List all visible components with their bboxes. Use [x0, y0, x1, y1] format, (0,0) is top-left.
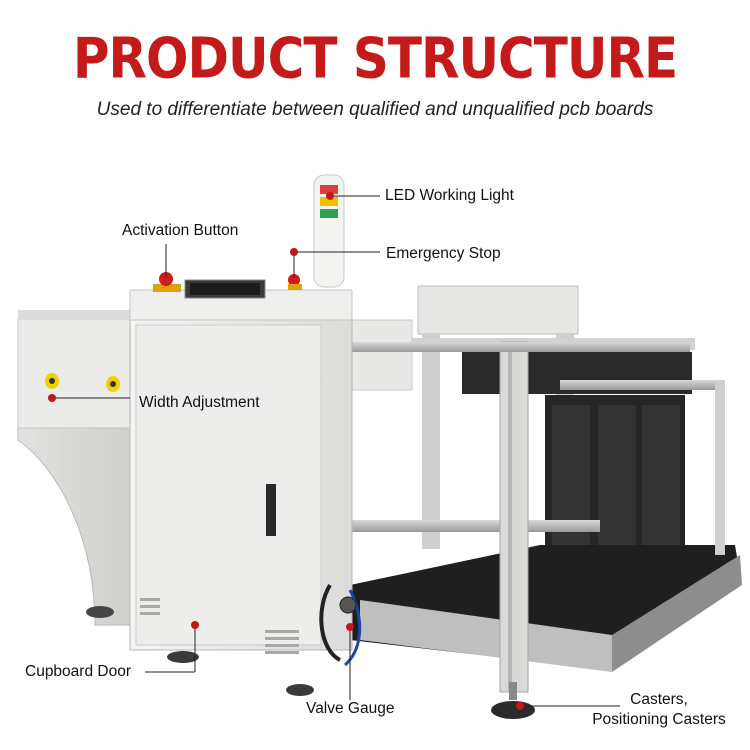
aluminium-uprights [350, 341, 725, 693]
label-casters-line1: Casters, [630, 691, 688, 708]
dot-width [48, 394, 56, 402]
label-casters-line2: Positioning Casters [592, 711, 726, 728]
label-led-working-light: LED Working Light [385, 187, 514, 204]
callout-dots [48, 192, 524, 710]
label-emergency-stop: Emergency Stop [386, 245, 501, 262]
callouts [52, 195, 620, 707]
conveyor-tray [350, 380, 742, 672]
label-cupboard-door: Cupboard Door [25, 663, 131, 680]
page-subtitle: Used to differentiate between qualified … [96, 99, 654, 120]
dot-led [326, 192, 334, 200]
led-tower-light [313, 174, 345, 288]
dot-valve [346, 623, 354, 631]
label-valve-gauge: Valve Gauge [306, 700, 395, 717]
page-title: PRODUCT STRUCTURE [72, 26, 678, 91]
valve-gauge-assembly [319, 583, 362, 667]
label-casters: Casters, Positioning Casters [586, 690, 732, 730]
dot-caster [516, 702, 524, 710]
label-activation-button: Activation Button [122, 222, 239, 239]
label-width-adjustment: Width Adjustment [139, 394, 260, 411]
dot-door [191, 621, 199, 629]
dot-estop [290, 248, 298, 256]
left-side-unit [17, 310, 160, 626]
main-cabinet [129, 272, 353, 696]
